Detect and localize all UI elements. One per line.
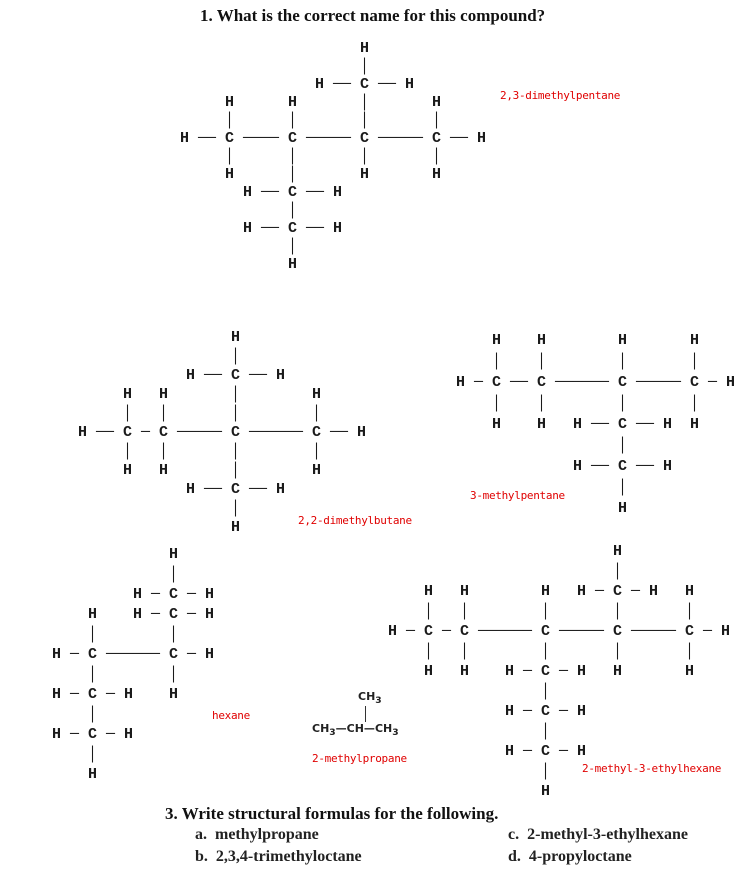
structure-line: │ xyxy=(88,746,98,763)
structure-line: │ xyxy=(231,500,241,517)
structure-line: H ─ C ─ H xyxy=(505,743,587,760)
item-text: 4-propyloctane xyxy=(528,848,632,865)
condensed-left: CH xyxy=(312,722,330,735)
structure-line: H H H H ─ C ─ H H xyxy=(424,583,695,600)
structure-line: │ xyxy=(618,437,628,454)
question-3-item-b: b. 2,3,4-trimethyloctane xyxy=(195,848,362,866)
structure-line: H ── C ── H xyxy=(243,184,343,201)
question-3-item-d: d. 4-propyloctane xyxy=(508,848,632,866)
structure-line: │ │ │ │ xyxy=(123,443,322,460)
condensed-chain: CH3—CH—CH3 xyxy=(312,722,399,738)
condensed-top-text: CH xyxy=(358,690,376,703)
structure-line: H ─ C ─ H xyxy=(133,586,215,603)
structure-line: H ─ C ── C ────── C ───── C ─ H xyxy=(456,374,736,391)
structure-line: │ xyxy=(613,563,623,580)
structure-line: H ── C ─ C ───── C ────── C ── H xyxy=(78,424,367,441)
structure-line: H xyxy=(613,543,623,560)
structure-line: │ xyxy=(541,683,551,700)
structure-line: H xyxy=(88,766,98,783)
structure-line: H xyxy=(360,40,370,57)
item-letter: a. xyxy=(195,826,207,843)
structure-line: H ── C ── H xyxy=(186,367,286,384)
structure-line: H ── C ── H xyxy=(573,458,673,475)
condensed-top-sub: 3 xyxy=(375,695,382,707)
structure-line: H ── C ── H xyxy=(186,481,286,498)
condensed-top-group: CH3 xyxy=(358,690,382,706)
structure-line: H H ─ C ─ H xyxy=(88,606,215,623)
structure-line: │ │ │ │ xyxy=(225,148,442,165)
condensed-left-sub: 3 xyxy=(329,727,336,739)
structure-5: H │ H H H H ─ C ─ H H │ │ │ │ │ H ─ C ─ C ──… xyxy=(388,542,730,802)
answer-label-2: 2,2-dimethylbutane xyxy=(298,514,412,527)
structure-line: │ │ │ │ xyxy=(123,405,322,422)
structure-2: H │ H ── C ── H H H │ H │ │ │ │ H ── C ─ C ──… xyxy=(78,328,366,537)
structure-line: H xyxy=(169,546,179,563)
condensed-right: CH xyxy=(374,722,393,735)
structure-line: │ │ │ │ xyxy=(492,395,700,412)
structure-line: H H │ H xyxy=(123,462,322,479)
structure-line: │ xyxy=(169,566,179,583)
structure-3: H H H H │ │ │ │ H ─ C ── C ────── C ───── … xyxy=(456,330,735,519)
structure-line: │ xyxy=(288,238,298,255)
structure-line: │ │ │ │ │ xyxy=(424,603,695,620)
item-letter: c. xyxy=(508,826,520,843)
structure-line: │ │ │ │ │ xyxy=(424,643,695,660)
structure-line: H H │ H xyxy=(123,386,322,403)
item-letter: d. xyxy=(508,848,521,865)
structure-line: │ │ │ │ xyxy=(492,353,700,370)
structure-line: H H H H xyxy=(492,332,700,349)
structure-line: │ │ │ │ xyxy=(225,112,442,129)
answer-label-1: 2,3-dimethylpentane xyxy=(500,89,621,102)
structure-line: H ─ C ─ H H xyxy=(52,686,179,703)
structure-line: H xyxy=(541,783,551,800)
condensed-middle: —CH— xyxy=(335,722,375,735)
answer-label-6: 2-methyl-3-ethylhexane xyxy=(582,762,722,775)
question-3-title: 3. Write structural formulas for the fol… xyxy=(165,804,499,823)
structure-line: │ xyxy=(360,58,370,75)
structure-line: H H H ── C ── H H xyxy=(492,416,700,433)
structure-line: H ── C ── H xyxy=(315,76,415,93)
condensed-right-sub: 3 xyxy=(392,727,399,739)
structure-line: H ─ C ─ H xyxy=(505,703,587,720)
structure-line: H │ H H xyxy=(225,166,442,183)
structure-line: H xyxy=(618,500,628,517)
structure-line: │ xyxy=(88,706,98,723)
structure-line: │ xyxy=(541,723,551,740)
question-3-item-a: a. methylpropane xyxy=(195,826,319,844)
structure-line: H ── C ──── C ───── C ───── C ── H xyxy=(180,130,487,147)
answer-label-4: hexane xyxy=(212,709,250,722)
structure-line: │ │ xyxy=(88,626,179,643)
item-text: methylpropane xyxy=(215,826,319,843)
item-text: 2,3,4-trimethyloctane xyxy=(215,848,362,865)
structure-line: H xyxy=(231,329,241,346)
answer-label-3: 3-methylpentane xyxy=(470,489,565,502)
structure-line: H ─ C ─ H xyxy=(52,726,134,743)
structure-line: │ xyxy=(288,202,298,219)
structure-line: H ── C ── H xyxy=(243,220,343,237)
structure-4: H │ H ─ C ─ H H H ─ C ─ H │ │ H ─ C ────── C … xyxy=(52,545,214,785)
structure-line: H H │ H xyxy=(225,94,442,111)
question-1-title: 1. What is the correct name for this com… xyxy=(200,6,546,25)
structure-line: │ xyxy=(618,479,628,496)
structure-line: H ─ C ────── C ─ H xyxy=(52,646,215,663)
item-text: 2-methyl-3-ethylhexane xyxy=(527,826,688,843)
item-letter: b. xyxy=(195,848,208,865)
structure-line: H H H ─ C ─ H H H xyxy=(424,663,695,680)
condensed-bond xyxy=(365,706,366,722)
structure-line: │ │ xyxy=(88,666,179,683)
structure-line: │ xyxy=(231,348,241,365)
question-3-item-c: c. 2-methyl-3-ethylhexane xyxy=(508,826,688,844)
structure-line: │ xyxy=(541,763,551,780)
answer-label-5: 2-methylpropane xyxy=(312,752,407,765)
structure-line: H xyxy=(288,256,298,273)
structure-line: H ─ C ─ C ────── C ───── C ───── C ─ H xyxy=(388,623,731,640)
structure-line: H xyxy=(231,519,241,536)
